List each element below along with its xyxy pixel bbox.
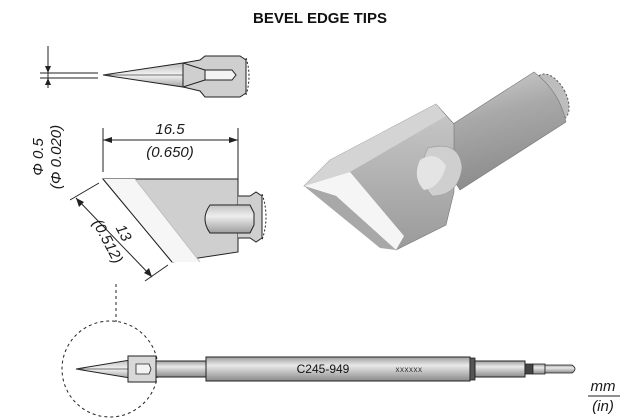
- length-in-label: (0.650): [146, 144, 194, 161]
- bevel-mm-label: 13: [112, 222, 135, 245]
- unit-mm-label: mm: [591, 378, 616, 395]
- diameter-mm-label: Φ 0.5: [30, 138, 47, 176]
- diameter-in-label: (Φ 0.020): [48, 125, 65, 189]
- serial-number: xxxxxx: [396, 365, 423, 374]
- diameter-dimension: Φ 0.5 (Φ 0.020): [30, 125, 65, 189]
- full-tip-view: C245-949 xxxxxx: [61, 284, 576, 418]
- tip-3d-render: [303, 71, 570, 251]
- length-mm-label: 16.5: [155, 121, 185, 138]
- length-dimension: 16.5 (0.650): [102, 121, 239, 182]
- model-number: C245-949: [297, 362, 350, 376]
- units-legend: mm (in): [588, 378, 620, 415]
- page-title: BEVEL EDGE TIPS: [253, 10, 387, 27]
- tip-side-view: [101, 178, 267, 263]
- tip-top-view: [40, 46, 250, 98]
- unit-in-label: (in): [592, 398, 614, 415]
